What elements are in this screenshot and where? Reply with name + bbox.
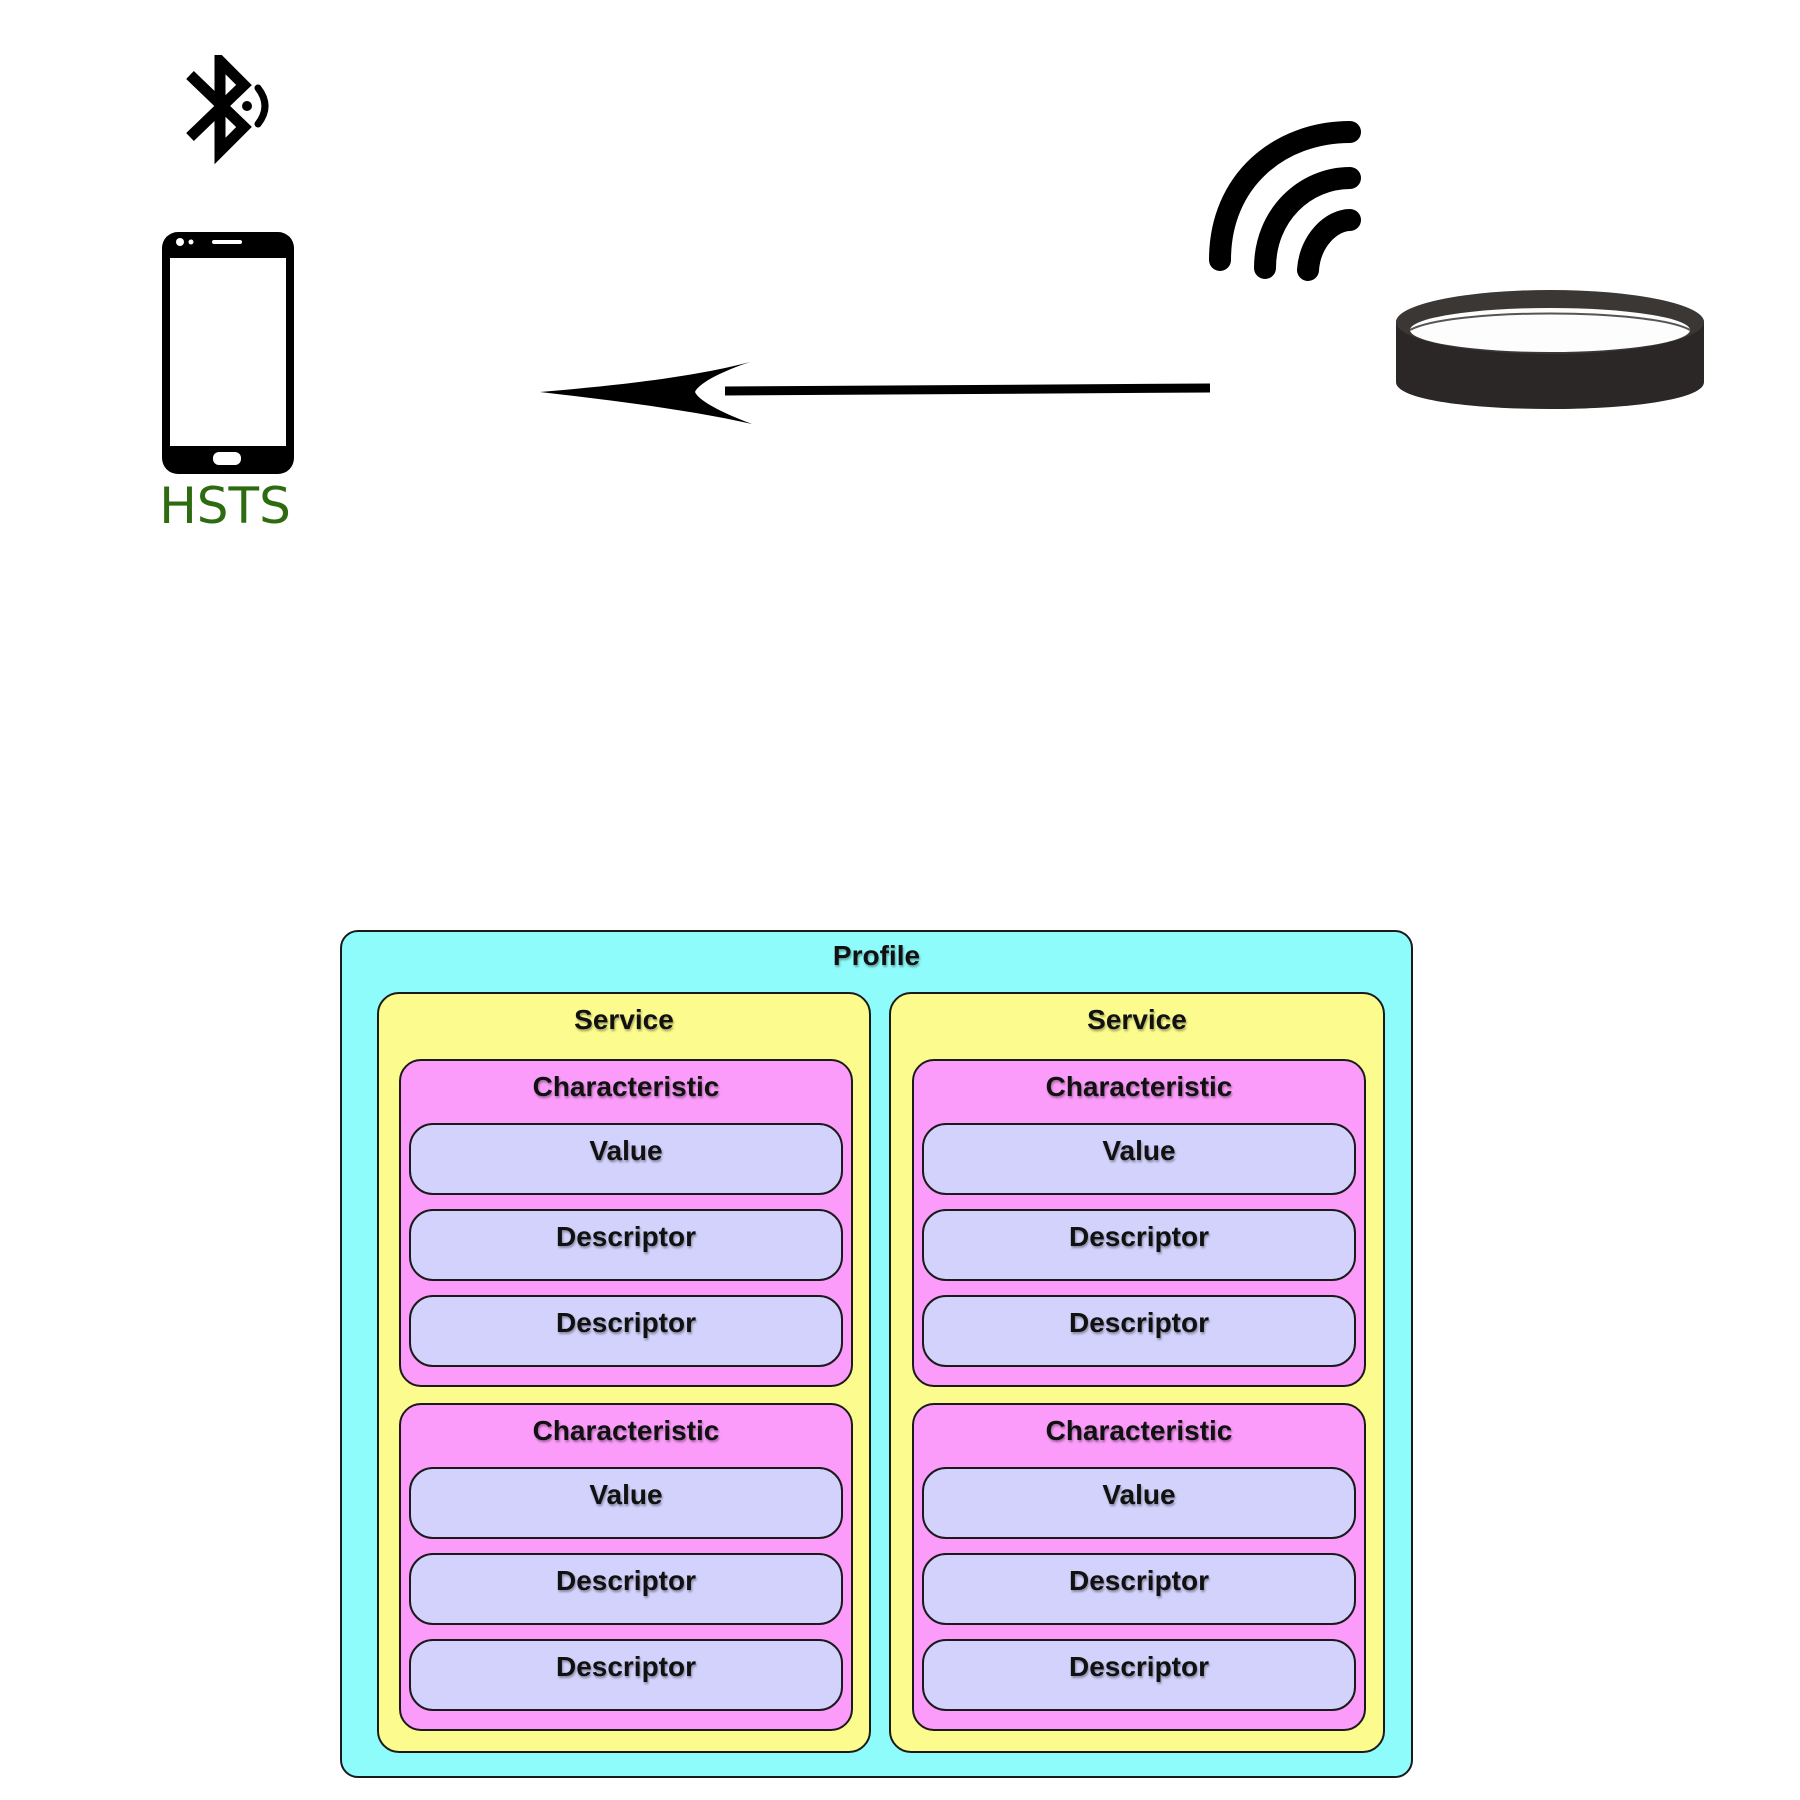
service-label: Service [1087, 1004, 1187, 1035]
value-label: Value [1102, 1135, 1176, 1166]
descriptor-box: Descriptor [922, 1553, 1356, 1625]
value-box: Value [922, 1123, 1356, 1195]
descriptor-label: Descriptor [555, 1651, 697, 1682]
characteristic-box: Characteristic Value Descriptor Descript… [399, 1059, 853, 1387]
descriptor-box: Descriptor [409, 1295, 843, 1367]
value-box: Value [922, 1467, 1356, 1539]
value-label: Value [1102, 1479, 1176, 1510]
value-label: Value [589, 1479, 663, 1510]
characteristic-label: Characteristic [532, 1071, 720, 1102]
phone-label: HSTS [159, 477, 291, 535]
descriptor-box: Descriptor [409, 1553, 843, 1625]
service-box: Service Characteristic Value Descriptor … [889, 992, 1385, 1753]
smartphone-icon [162, 232, 294, 474]
service-box: Service Characteristic Value Descriptor … [377, 992, 871, 1753]
descriptor-box: Descriptor [409, 1209, 843, 1281]
bluetooth-icon [186, 55, 269, 165]
characteristic-label: Characteristic [532, 1415, 720, 1446]
characteristic-box: Characteristic Value Descriptor Descript… [912, 1059, 1366, 1387]
profile-label: Profile [832, 940, 921, 971]
arrow-left [540, 362, 1211, 424]
descriptor-box: Descriptor [922, 1209, 1356, 1281]
service-label: Service [574, 1004, 674, 1035]
wireless-signal-icon [1209, 121, 1361, 281]
wristband-icon [1396, 290, 1704, 409]
descriptor-label: Descriptor [555, 1307, 697, 1338]
value-label: Value [589, 1135, 663, 1166]
value-box: Value [409, 1123, 843, 1195]
descriptor-label: Descriptor [1068, 1651, 1210, 1682]
characteristic-label: Characteristic [1045, 1415, 1233, 1446]
descriptor-box: Descriptor [409, 1639, 843, 1711]
descriptor-label: Descriptor [555, 1221, 697, 1252]
descriptor-label: Descriptor [1068, 1221, 1210, 1252]
characteristic-box: Characteristic Value Descriptor Descript… [912, 1403, 1366, 1731]
value-box: Value [409, 1467, 843, 1539]
descriptor-box: Descriptor [922, 1295, 1356, 1367]
descriptor-label: Descriptor [555, 1565, 697, 1596]
descriptor-label: Descriptor [1068, 1565, 1210, 1596]
profile-container: Profile Service Characteristic Value Des… [340, 930, 1413, 1778]
characteristic-box: Characteristic Value Descriptor Descript… [399, 1403, 853, 1731]
characteristic-label: Characteristic [1045, 1071, 1233, 1102]
descriptor-label: Descriptor [1068, 1307, 1210, 1338]
descriptor-box: Descriptor [922, 1639, 1356, 1711]
